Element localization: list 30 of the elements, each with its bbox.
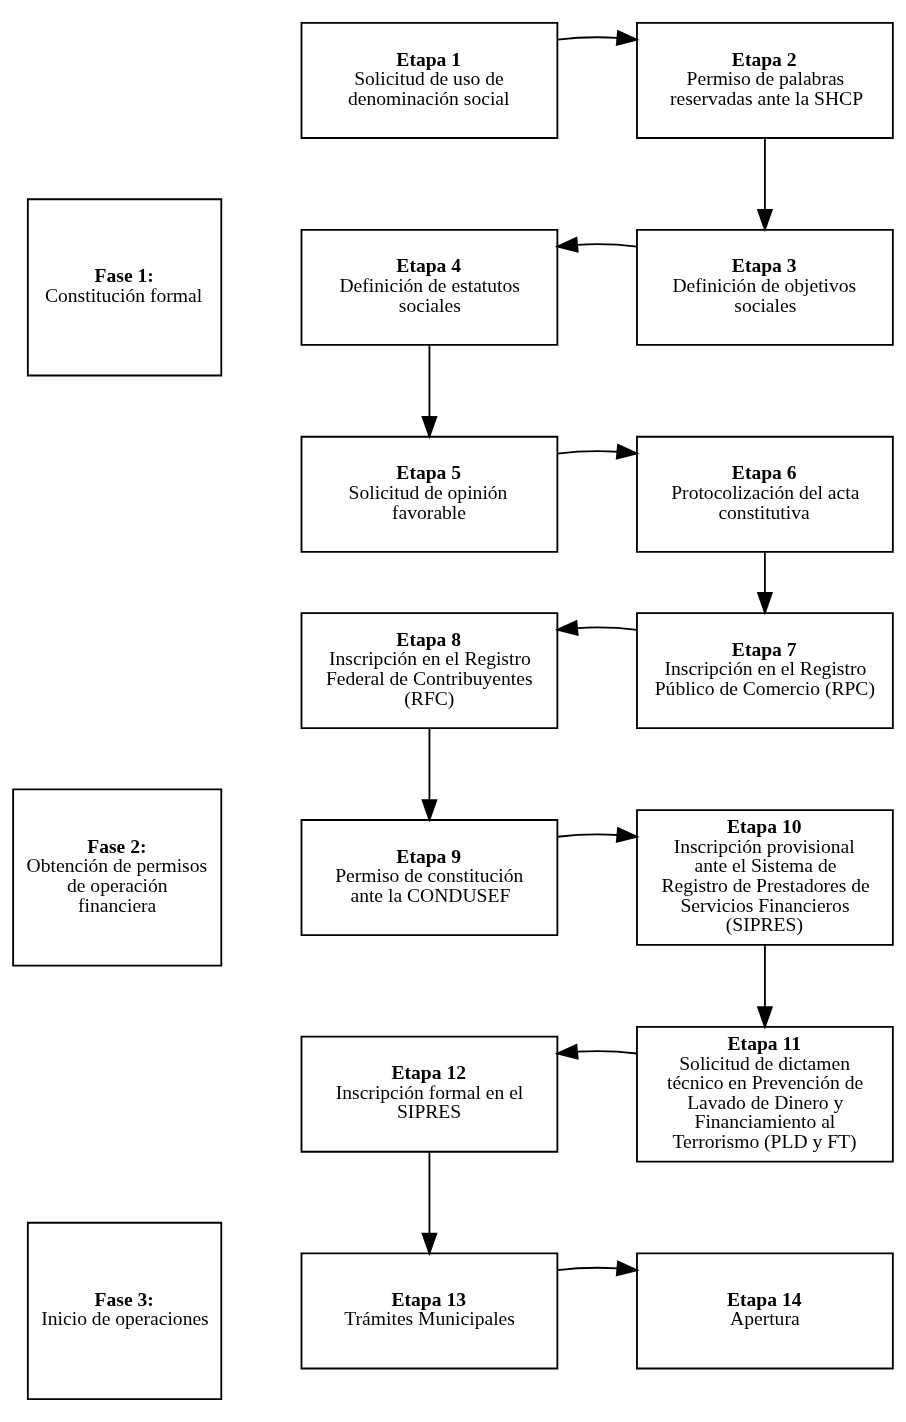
node-box: Etapa 7 Inscripción en el Registro Público de Comercio (RPC) [636, 612, 894, 730]
arrow [554, 236, 638, 253]
node-box: Etapa 9 Permiso de constitución ante la CONDUSEF [300, 819, 559, 936]
node-box: Etapa 2 Permiso de palabras reservadas ante la SHCP [636, 21, 894, 139]
node-box: Etapa 4 Definición de estatutos sociales [300, 228, 559, 346]
arrow [556, 1260, 640, 1277]
node-box: Etapa 5 Solicitud de opinión favorable [300, 435, 559, 553]
arrow [756, 137, 774, 233]
arrow [756, 944, 774, 1030]
arrow [421, 1151, 438, 1257]
arrow [421, 727, 438, 823]
arrow [554, 1043, 638, 1060]
node-box: Etapa 13 Trámites Municipales [300, 1252, 559, 1370]
arrow [556, 826, 640, 843]
arrow [756, 551, 774, 616]
node-box: Fase 3: Inicio de operaciones [26, 1221, 223, 1400]
node-box: Etapa 11 Solicitud de dictamen técnico en Prevención de Lavado de Dinero y Financiamiento al Terrorismo (PLD y FT) [636, 1025, 894, 1163]
node-box: Etapa 12 Inscripción formal en el SIPRES [300, 1035, 559, 1153]
node-box: Etapa 10 Inscripción provisional ante el Sistema de Registro de Prestadores de Servicios Financieros (SIPRES) [636, 809, 894, 946]
arrow [421, 344, 438, 440]
node-box: Fase 2: Obtención de permisos de operación financiera [12, 788, 223, 967]
node-box: Etapa 14 Apertura [636, 1252, 894, 1370]
node-box: Etapa 3 Definición de objetivos sociales [636, 228, 894, 346]
arrow [554, 619, 638, 637]
node-box: Fase 1: Constitución formal [26, 198, 223, 377]
arrow [556, 29, 640, 46]
node-box: Etapa 1 Solicitud de uso de denominación social [300, 21, 559, 139]
node-box: Etapa 8 Inscripción en el Registro Federal de Contribuyentes (RFC) [300, 612, 559, 730]
node-box: Etapa 6 Protocolización del acta constitutiva [636, 435, 894, 553]
arrow [556, 443, 640, 460]
